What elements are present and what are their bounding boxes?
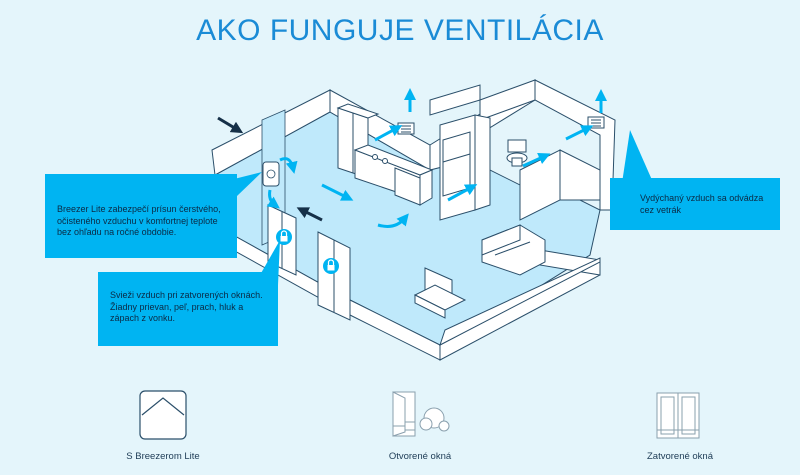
callout-exhaust: Vydýchaný vzduch sa odvádza cez vetrák (610, 178, 780, 230)
callout-breezer: Breezer Lite zabezpečí prísun čerstvého,… (45, 174, 237, 258)
tv-stand (413, 267, 467, 319)
callout-text: cez vetrák (640, 204, 682, 215)
kitchen-units (336, 103, 434, 206)
open-window-icon (392, 391, 450, 437)
breezer-device-icon (139, 390, 187, 440)
balcony-window-right (317, 231, 351, 321)
callout-text: Žiadny prievan, peľ, prach, hluk a (110, 301, 244, 312)
breezer-device (262, 161, 280, 187)
lock-icon (276, 229, 292, 245)
callout-text: bez ohľadu na ročné obdobie. (57, 227, 177, 237)
legend-label-breezer: S Breezerom Lite (126, 451, 200, 462)
callout-text: Svieži vzduch pri zatvorených oknách. (110, 290, 263, 300)
lock-icon (323, 258, 339, 274)
toilet (506, 139, 528, 167)
callout-text: očisteného vzduchu v komfortnej teplote (57, 215, 218, 226)
vent-grille (397, 116, 605, 135)
callout-text: Vydýchaný vzduch sa odvádza (640, 193, 764, 203)
fridge (442, 131, 471, 197)
callout-text: zápach z vonku. (110, 313, 176, 323)
page-title: AKO FUNGUJE VENTILÁCIA (196, 14, 604, 47)
outside-air-arrows (217, 116, 323, 222)
sofa (481, 224, 546, 276)
legend-label-closed-windows: Zatvorené okná (646, 451, 713, 462)
legend-label-open-windows: Otvorené okná (388, 451, 452, 462)
callout-fresh-air: Svieži vzduch pri zatvorených oknách. Ži… (98, 272, 278, 346)
callout-text: Breezer Lite zabezpečí prísun čerstvého, (57, 204, 221, 214)
airflow-arrows (266, 88, 607, 228)
closed-window-icon (656, 392, 700, 439)
